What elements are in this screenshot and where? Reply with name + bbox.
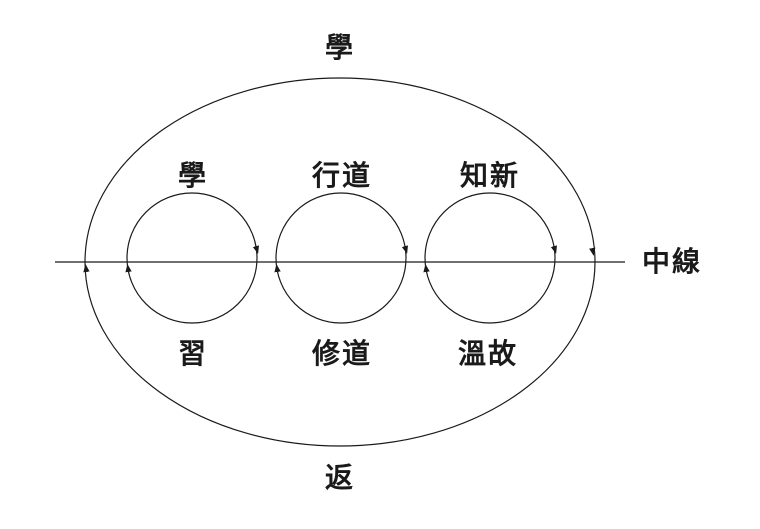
circle-1-top-label: 學 [177,159,209,192]
circle-1 [126,192,258,324]
circle-2-bottom-label: 修道 [311,337,373,370]
circle-3-top-label: 知新 [459,159,521,192]
circle-1-bottom-label: 習 [177,337,209,370]
center-line-label: 中線 [641,245,703,278]
circle-2 [275,192,407,324]
circle-3-bottom-label: 溫故 [457,337,519,370]
outer-bottom-label: 返 [324,461,356,494]
circle-3 [424,192,556,324]
outer-top-label: 學 [324,31,356,64]
circle-2-top-label: 行道 [311,159,373,192]
